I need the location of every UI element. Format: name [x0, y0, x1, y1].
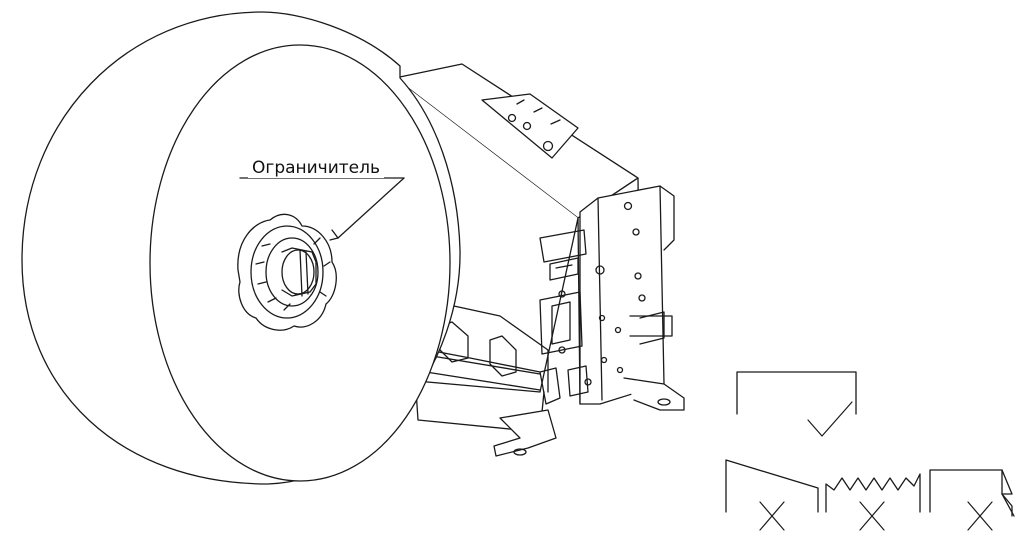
- limiter-callout: [239, 177, 405, 241]
- cut-example-folded-corner: [929, 469, 1015, 531]
- cross-icon: [759, 501, 785, 531]
- limiter-label: Ограничитель: [248, 158, 385, 178]
- cut-example-slanted: [725, 459, 819, 531]
- cut-example-jagged: [825, 473, 921, 531]
- roll-limiter-hub: [237, 213, 337, 331]
- cross-icon: [967, 501, 993, 531]
- cross-icon: [859, 501, 885, 531]
- cut-example-correct: [736, 371, 857, 437]
- check-icon: [807, 401, 853, 437]
